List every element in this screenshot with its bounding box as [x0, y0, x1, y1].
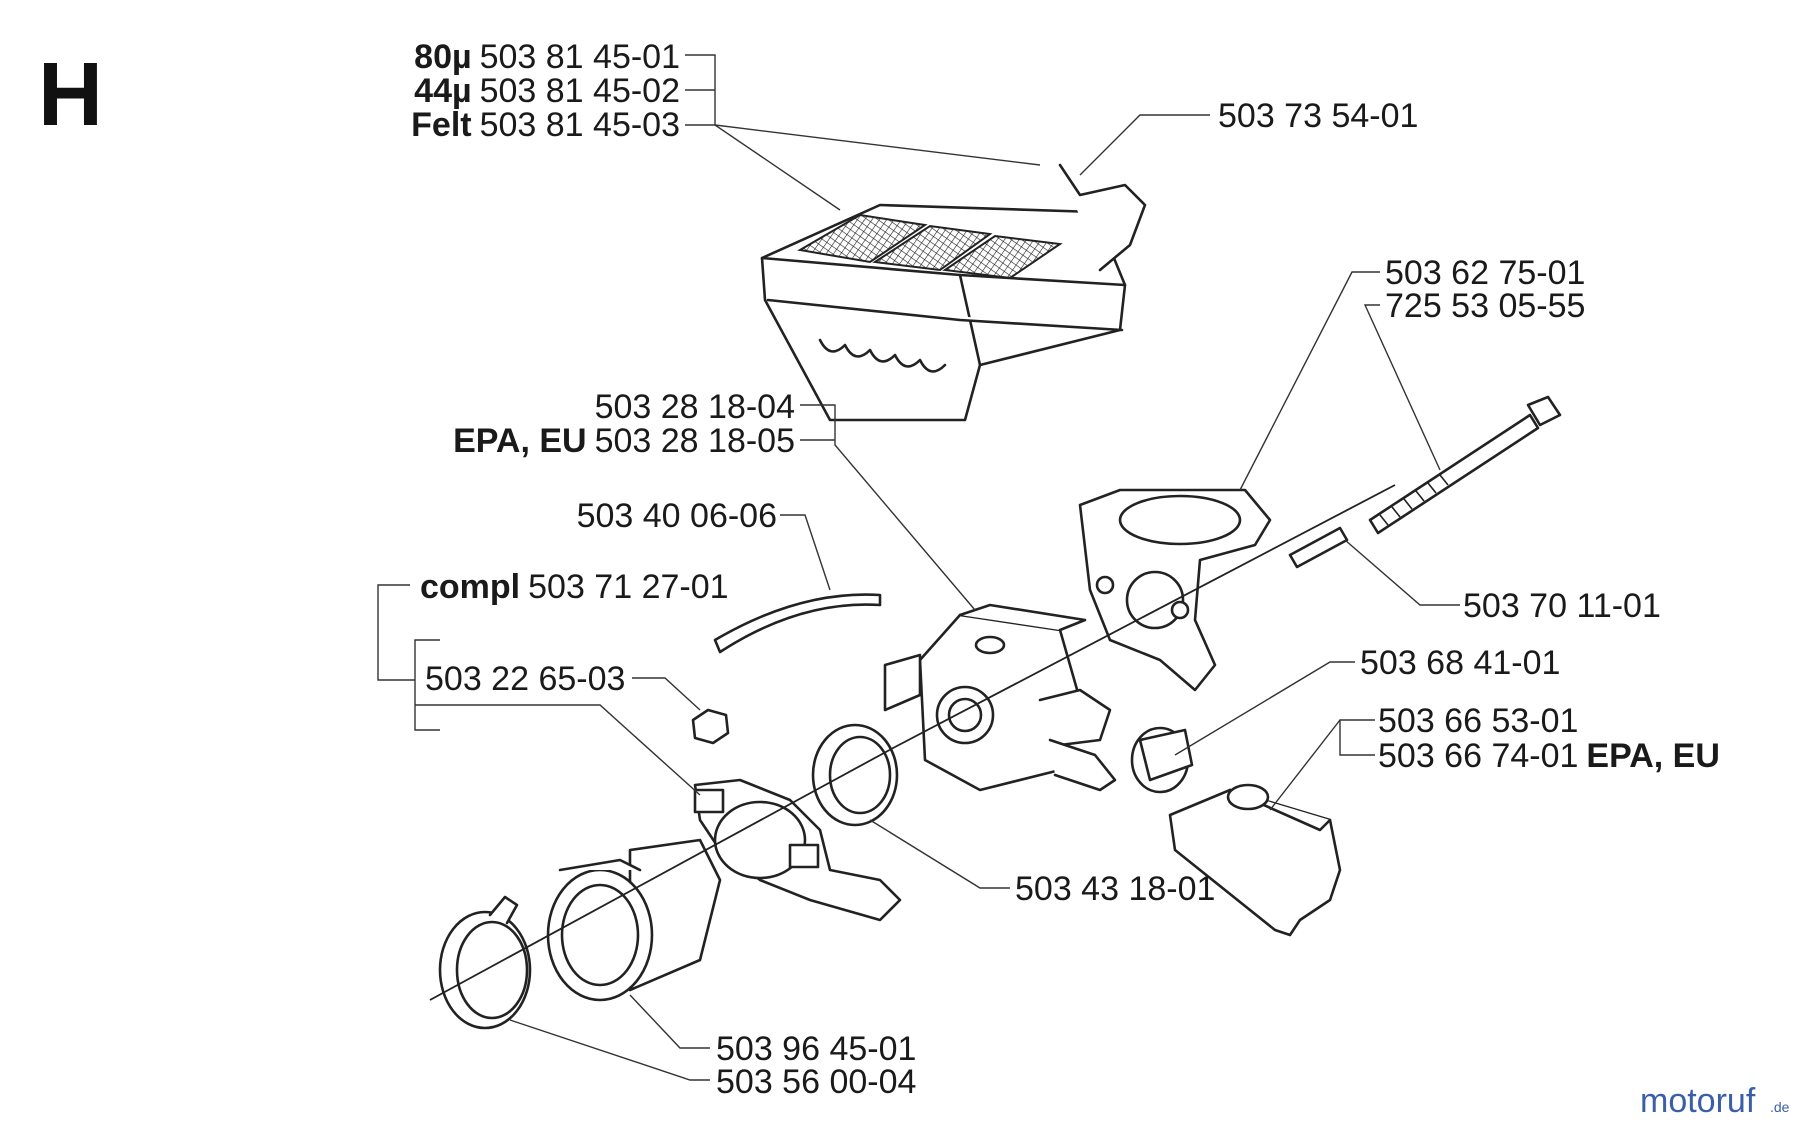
label-sleeve: 503 70 11-01 — [1463, 587, 1661, 625]
clamp-illustration — [438, 895, 532, 1030]
choke-slide-illustration — [1168, 783, 1342, 937]
label-clip: 503 73 54-01 — [1218, 97, 1418, 135]
label-manifold: 503 96 45-01 — [716, 1030, 916, 1068]
label-hose: 503 40 06-06 — [577, 497, 777, 535]
knob-illustration — [1130, 726, 1194, 794]
section-letter: H — [38, 45, 103, 145]
intake-adapter-illustration — [1078, 488, 1272, 692]
gasket-illustration — [811, 723, 899, 827]
air-filter-illustration — [760, 163, 1147, 422]
watermark: motoruf — [1640, 1082, 1756, 1120]
label-carb-a: 503 28 18-04 — [595, 388, 795, 426]
watermark-suffix: .de — [1770, 1099, 1790, 1115]
flange-illustration — [693, 778, 902, 922]
assembly-axis — [429, 484, 1396, 1001]
label-adapter: 503 62 75-01 — [1385, 254, 1585, 292]
nut-illustration — [691, 708, 730, 745]
label-slide-a: 503 66 53-01 — [1378, 702, 1578, 740]
bolt-illustration — [1288, 395, 1562, 569]
label-clamp: 503 56 00-04 — [716, 1063, 916, 1101]
label-knob: 503 68 41-01 — [1360, 644, 1560, 682]
label-nut: 503 22 65-03 — [425, 660, 625, 698]
leader-lines — [377, 54, 1460, 1081]
label-gasket: 503 43 18-01 — [1015, 870, 1215, 908]
manifold-illustration — [546, 838, 722, 1002]
label-bolt: 725 53 05-55 — [1385, 287, 1585, 325]
carburetor-illustration — [883, 603, 1117, 792]
hose-illustration — [713, 593, 882, 654]
